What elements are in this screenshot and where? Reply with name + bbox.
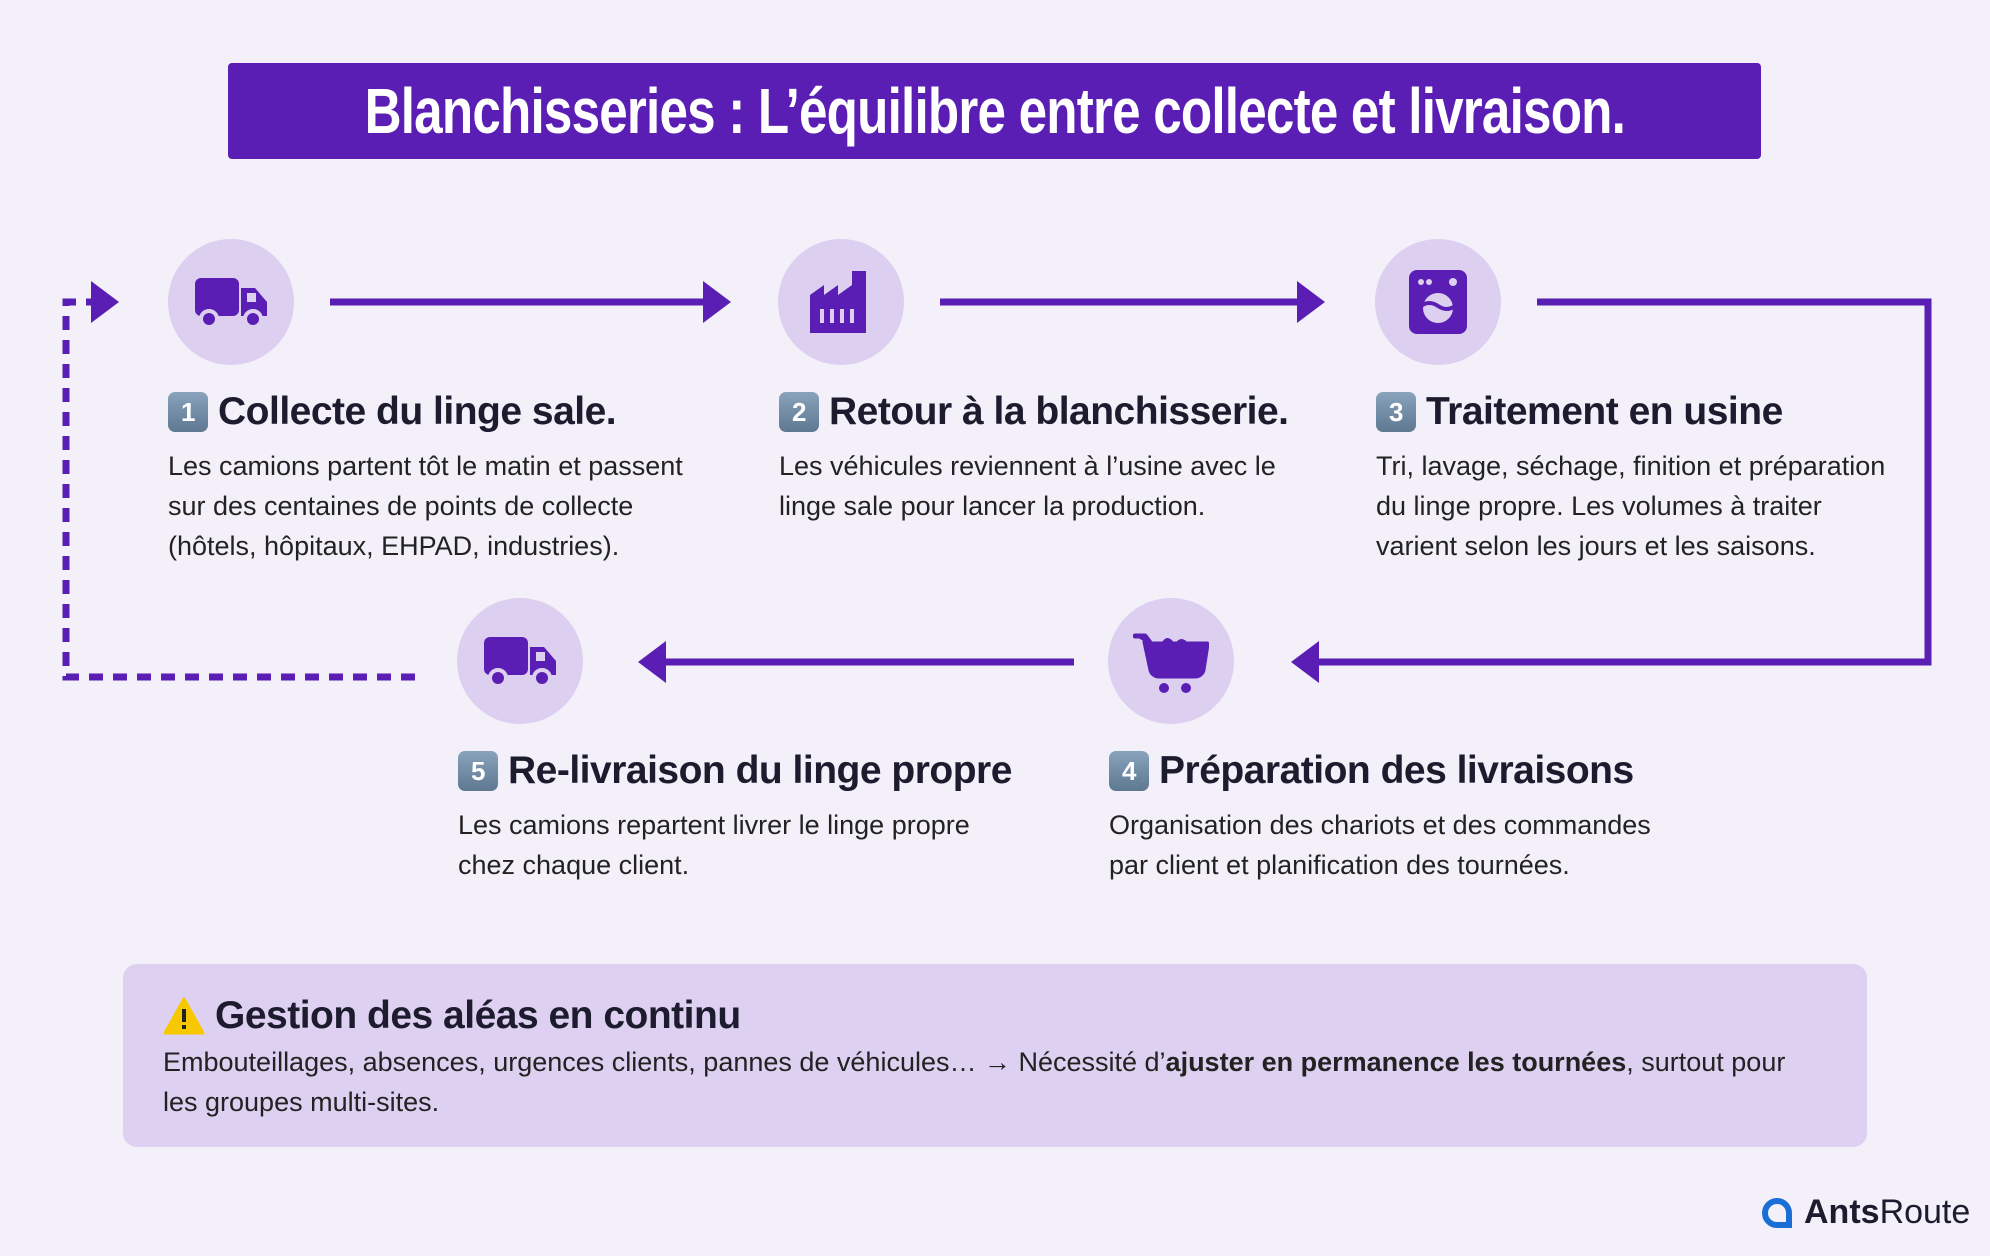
step-number-badge: 2 xyxy=(779,392,819,432)
antsroute-logo-icon xyxy=(1762,1197,1792,1228)
truck-icon xyxy=(484,637,556,688)
step-2-icon-circle xyxy=(778,239,904,365)
step-description: Organisation des chariots et des command… xyxy=(1109,810,1651,880)
dashed-loop-5-to-1 xyxy=(62,281,415,681)
step-number-badge: 4 xyxy=(1109,751,1149,791)
step-number-badge: 3 xyxy=(1376,392,1416,432)
step-5-icon-circle xyxy=(457,598,583,724)
step-number-badge: 5 xyxy=(458,751,498,791)
step-number-badge: 1 xyxy=(168,392,208,432)
antsroute-logo: AntsRoute xyxy=(1762,1193,1970,1232)
washing-machine-icon xyxy=(1409,270,1467,334)
note-title: Gestion des aléas en continu xyxy=(215,994,741,1037)
factory-icon xyxy=(810,271,866,333)
step-title: Préparation des livraisons xyxy=(1159,749,1634,792)
step-1-icon-circle xyxy=(168,239,294,365)
step-description: Les véhicules reviennent à l’usine avec … xyxy=(779,451,1276,521)
step-title: Retour à la blanchisserie. xyxy=(829,390,1289,433)
page-title: Blanchisseries : L’équilibre entre colle… xyxy=(364,75,1625,147)
step-title: Traitement en usine xyxy=(1426,390,1783,433)
note-heading: Gestion des aléas en continu xyxy=(163,994,1827,1038)
step-title: Re-livraison du linge propre xyxy=(508,749,1012,792)
step-title: Collecte du linge sale. xyxy=(218,390,617,433)
step-4-icon-circle xyxy=(1108,598,1234,724)
truck-icon xyxy=(195,278,267,329)
cart-icon xyxy=(1133,633,1209,693)
step-3-icon-circle xyxy=(1375,239,1501,365)
step-description: Les camions partent tôt le matin et pass… xyxy=(168,451,683,561)
title-banner: Blanchisseries : L’équilibre entre colle… xyxy=(228,63,1761,159)
arrow-3-to-4 xyxy=(1291,298,1932,683)
warning-icon xyxy=(163,997,205,1035)
step-description: Les camions repartent livrer le linge pr… xyxy=(458,810,970,880)
note-box: Gestion des aléas en continu Embouteilla… xyxy=(123,964,1867,1147)
note-text: Embouteillages, absences, urgences clien… xyxy=(163,1047,1786,1117)
step-description: Tri, lavage, séchage, finition et prépar… xyxy=(1376,451,1886,561)
